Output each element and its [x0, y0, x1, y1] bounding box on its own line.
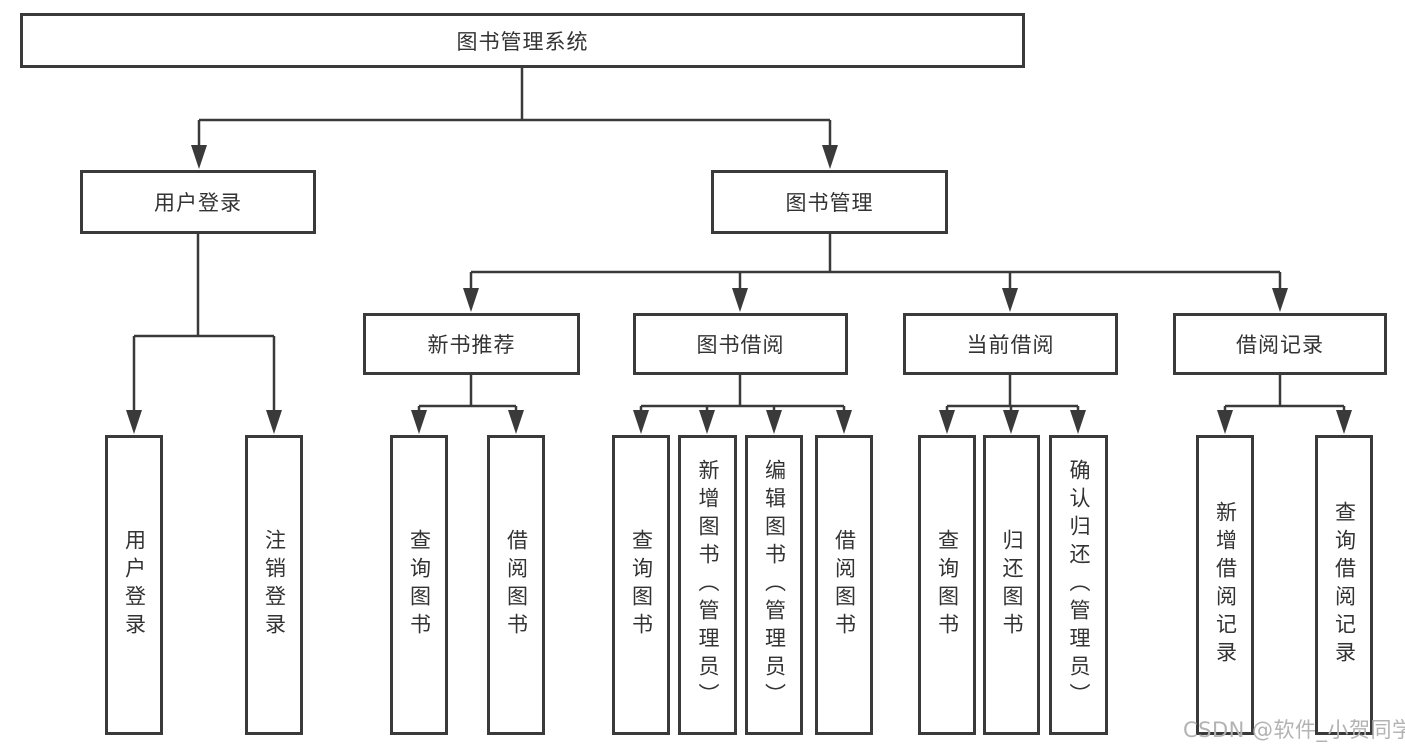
node-label: 确认归还（管理员）: [1067, 459, 1091, 711]
leaf-query-books-borrowing: 查询图书: [612, 435, 670, 735]
node-book-management: 图书管理: [711, 170, 948, 234]
node-label: 查询图书: [629, 529, 654, 641]
node-library-management-system: 图书管理系统: [20, 13, 1025, 68]
leaf-edit-books-admin: 编辑图书（管理员）: [745, 435, 803, 735]
leaf-add-books-admin: 新增图书（管理员）: [678, 435, 737, 735]
leaf-query-books-recommend: 查询图书: [390, 435, 448, 735]
leaf-logout: 注销登录: [245, 435, 303, 735]
node-label: 借阅图书: [504, 529, 529, 641]
node-book-borrowing: 图书借阅: [633, 313, 848, 375]
node-label: 用户登录: [122, 529, 147, 641]
leaf-borrow-books-recommend: 借阅图书: [487, 435, 545, 735]
leaf-confirm-return-admin: 确认归还（管理员）: [1049, 435, 1108, 735]
node-label: 图书管理系统: [456, 29, 589, 54]
node-new-book-recommendation: 新书推荐: [363, 313, 580, 375]
node-label: 归还图书: [1000, 529, 1024, 641]
node-borrowing-records: 借阅记录: [1173, 313, 1387, 375]
node-label: 当前借阅: [966, 333, 1055, 357]
node-label: 查询图书: [407, 529, 432, 641]
node-label: 用户登录: [154, 191, 242, 215]
node-label: 查询借阅记录: [1332, 501, 1357, 669]
leaf-query-books-current: 查询图书: [918, 435, 976, 735]
node-label: 图书借阅: [696, 333, 785, 357]
node-label: 新增图书（管理员）: [696, 459, 720, 711]
leaf-user-login: 用户登录: [105, 435, 163, 735]
node-label: 注销登录: [262, 529, 287, 641]
leaf-return-books: 归还图书: [983, 435, 1040, 735]
node-label: 编辑图书（管理员）: [762, 459, 787, 711]
csdn-watermark: CSDN @软件_小贺同学: [1183, 718, 1405, 742]
node-label: 新增借阅记录: [1213, 501, 1238, 669]
node-current-borrowing: 当前借阅: [903, 313, 1118, 375]
node-label: 借阅图书: [832, 529, 857, 641]
leaf-query-borrow-record: 查询借阅记录: [1315, 435, 1373, 735]
node-label: 借阅记录: [1236, 333, 1324, 357]
arrowheads: [126, 145, 1352, 434]
node-label: 新书推荐: [427, 333, 516, 357]
leaf-add-borrow-record: 新增借阅记录: [1196, 435, 1254, 735]
node-user-login: 用户登录: [80, 170, 316, 234]
leaf-borrow-books: 借阅图书: [815, 435, 873, 735]
node-label: 查询图书: [935, 529, 960, 641]
node-label: 图书管理: [785, 191, 874, 215]
